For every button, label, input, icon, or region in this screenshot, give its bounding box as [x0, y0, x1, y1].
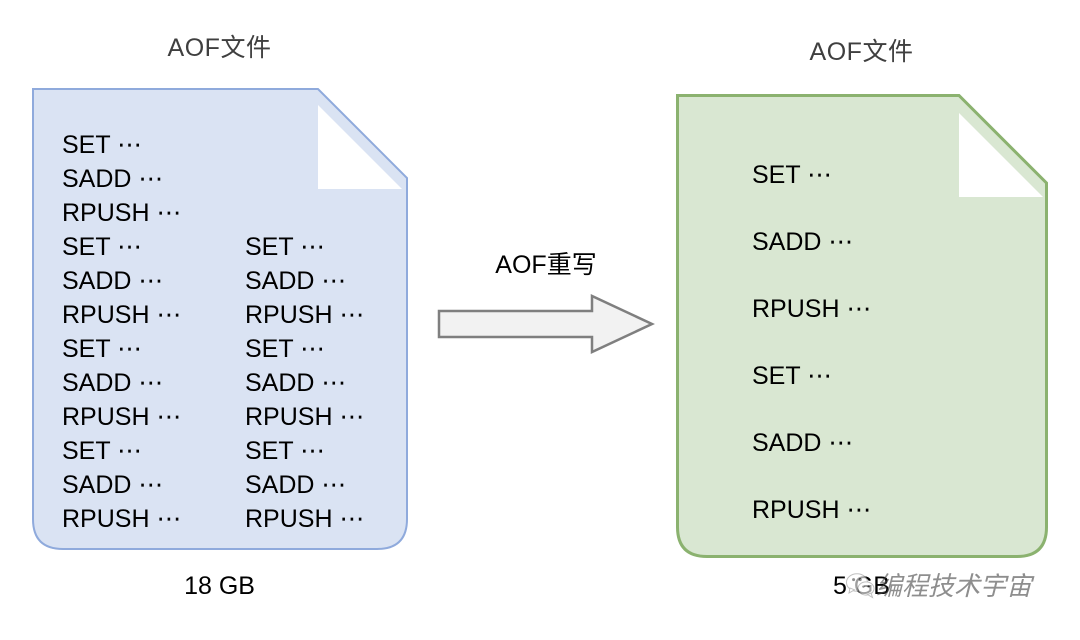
command-line: SADD ⋯ [245, 267, 347, 295]
right-document-title: AOF文件 [809, 38, 914, 66]
left-aof-document-shape [32, 88, 408, 550]
command-line: SADD ⋯ [62, 471, 164, 499]
command-line: SET ⋯ [62, 131, 143, 159]
command-line: RPUSH ⋯ [62, 505, 182, 533]
document-outline-blue-icon [32, 88, 408, 550]
left-document-title: AOF文件 [167, 34, 272, 62]
right-aof-document-shape [676, 94, 1048, 558]
command-line: SET ⋯ [245, 233, 326, 261]
rewrite-arrow [437, 294, 655, 359]
command-line: RPUSH ⋯ [62, 199, 182, 227]
command-line: RPUSH ⋯ [245, 301, 365, 329]
left-document-command-column-2: SET ⋯ SADD ⋯ RPUSH ⋯ SET ⋯ SADD ⋯ RPUSH … [245, 230, 364, 536]
left-document-size-label: 18 GB [184, 572, 255, 600]
command-line: SET ⋯ [245, 437, 326, 465]
command-line: SET ⋯ [62, 233, 143, 261]
command-line: SADD ⋯ [62, 165, 164, 193]
command-line: RPUSH ⋯ [62, 403, 182, 431]
command-line: RPUSH ⋯ [752, 295, 872, 323]
command-line: SET ⋯ [752, 362, 833, 390]
command-line: SADD ⋯ [62, 267, 164, 295]
command-line: SADD ⋯ [245, 471, 347, 499]
page-fold-icon [959, 113, 1043, 197]
command-line: SADD ⋯ [752, 429, 854, 457]
command-line: SADD ⋯ [752, 228, 854, 256]
document-outline-green-icon [676, 94, 1048, 558]
page-fold-icon [318, 105, 402, 189]
command-line: RPUSH ⋯ [752, 496, 872, 524]
command-line: SADD ⋯ [245, 369, 347, 397]
command-line: SET ⋯ [245, 335, 326, 363]
aof-rewrite-label: AOF重写 [495, 251, 597, 279]
right-document-size-label: 5 GB [833, 572, 890, 600]
command-line: SET ⋯ [752, 161, 833, 189]
command-line: SET ⋯ [62, 335, 143, 363]
command-line: SADD ⋯ [62, 369, 164, 397]
command-line: RPUSH ⋯ [245, 403, 365, 431]
command-line: RPUSH ⋯ [62, 301, 182, 329]
right-document-command-column: SET ⋯ SADD ⋯ RPUSH ⋯ SET ⋯ SADD ⋯ RPUSH … [752, 142, 871, 544]
right-arrow-icon [437, 294, 655, 354]
left-document-command-column-1: SET ⋯ SADD ⋯ RPUSH ⋯ SET ⋯ SADD ⋯ RPUSH … [62, 128, 181, 536]
command-line: SET ⋯ [62, 437, 143, 465]
command-line: RPUSH ⋯ [245, 505, 365, 533]
